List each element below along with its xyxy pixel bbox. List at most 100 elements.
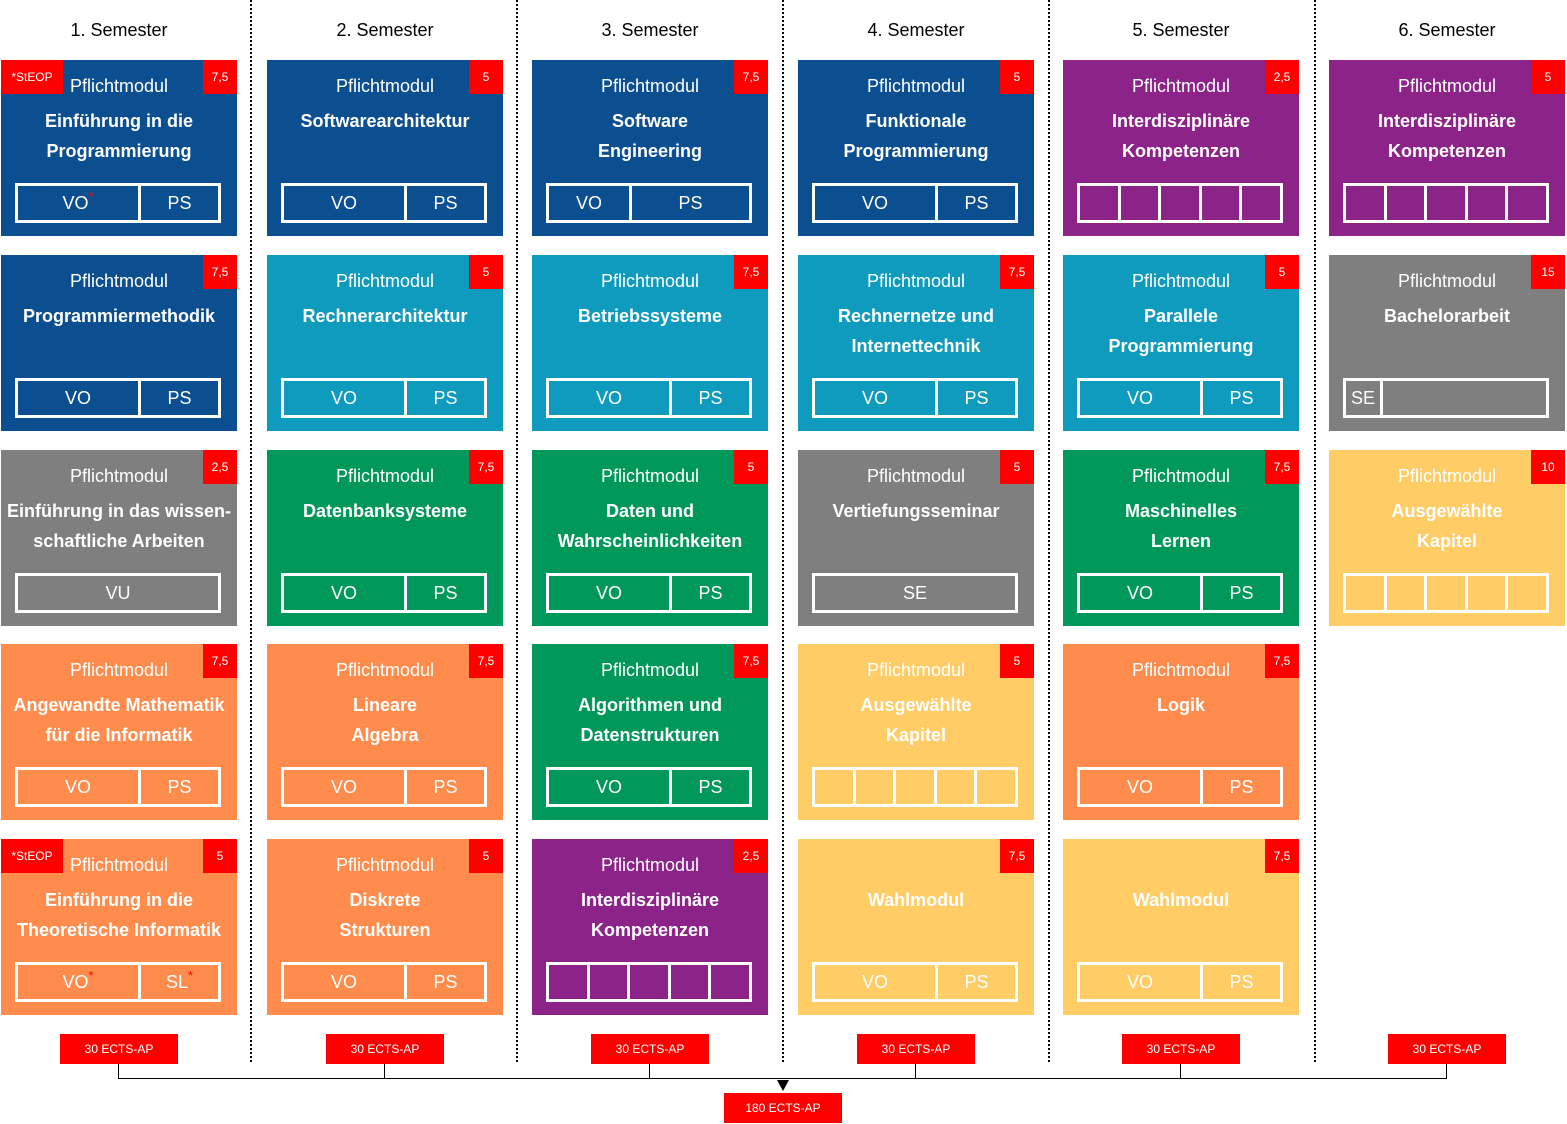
course-ps[interactable]: PS	[669, 576, 749, 610]
course-ps[interactable]: PS	[935, 381, 1015, 415]
course-vu[interactable]: VU	[105, 583, 131, 603]
course-slot[interactable]	[1505, 576, 1546, 610]
course-slot[interactable]	[1346, 576, 1384, 610]
course-ps[interactable]: PS	[138, 186, 218, 220]
course-slot[interactable]	[1505, 186, 1546, 220]
course-vo[interactable]: VO	[1126, 972, 1153, 992]
course-ps[interactable]: PS	[1200, 576, 1280, 610]
course-ps[interactable]: PS	[404, 576, 484, 610]
course-slot[interactable]	[815, 770, 853, 804]
course-vo[interactable]: VO	[595, 583, 622, 603]
course-vo[interactable]: VO	[595, 388, 622, 408]
course-slot[interactable]	[1117, 186, 1159, 220]
course-slot[interactable]	[708, 965, 749, 999]
course-ps[interactable]: PS	[669, 770, 749, 804]
course-slot[interactable]	[627, 965, 668, 999]
course-slot[interactable]	[1158, 186, 1199, 220]
course-vo[interactable]: VO	[330, 972, 357, 992]
course-vo[interactable]: VO	[861, 193, 888, 213]
course-slot[interactable]	[1424, 186, 1465, 220]
course-ps[interactable]: PS	[404, 965, 484, 999]
course-vo[interactable]: VO	[64, 777, 91, 797]
course-vo[interactable]: VO	[330, 388, 357, 408]
course-ps[interactable]: PS	[1200, 965, 1280, 999]
course-se[interactable]: SE	[1350, 388, 1375, 408]
course-ps[interactable]: PS	[935, 186, 1015, 220]
steop-badge: *StEOP	[1, 60, 63, 94]
course-slot[interactable]	[549, 965, 587, 999]
course-ps[interactable]: PS	[404, 770, 484, 804]
course-slot[interactable]	[1239, 186, 1280, 220]
course-sl[interactable]: SL*	[138, 965, 218, 999]
course-ps[interactable]: PS	[1200, 381, 1280, 415]
course-boxes	[1077, 183, 1283, 223]
course-slot[interactable]	[893, 770, 934, 804]
course-vo[interactable]: VO	[575, 193, 602, 213]
course-ps[interactable]: PS	[404, 186, 484, 220]
course-vo[interactable]: VO	[861, 388, 888, 408]
course-vo[interactable]: VO	[595, 777, 622, 797]
course-vo[interactable]: VO*	[62, 189, 94, 213]
course-slot[interactable]	[586, 965, 628, 999]
course-ps[interactable]: PS	[404, 381, 484, 415]
course-ps[interactable]: PS	[935, 965, 1015, 999]
course-vo[interactable]: VO	[64, 388, 91, 408]
course-slot[interactable]	[1383, 186, 1425, 220]
course-ps[interactable]: PS	[138, 381, 218, 415]
course-slot[interactable]	[1380, 381, 1546, 415]
course-ps[interactable]: PS	[138, 770, 218, 804]
course-vo[interactable]: VO*	[62, 968, 94, 992]
course-slot[interactable]	[933, 770, 975, 804]
course-ps[interactable]: PS	[629, 186, 749, 220]
course-slot[interactable]	[1464, 186, 1506, 220]
course-slot[interactable]	[1346, 186, 1384, 220]
course-slot[interactable]	[852, 770, 894, 804]
course-slot[interactable]	[974, 770, 1015, 804]
course-vo[interactable]: VO	[330, 193, 357, 213]
course-slot[interactable]	[1198, 186, 1240, 220]
course-vo[interactable]: VO	[330, 777, 357, 797]
course-slot[interactable]	[1464, 576, 1506, 610]
course-vo[interactable]: VO	[1126, 583, 1153, 603]
course-vo[interactable]: VO	[1126, 777, 1153, 797]
course-vo[interactable]: VO	[330, 583, 357, 603]
course-vo[interactable]: VO	[1126, 388, 1153, 408]
course-slot[interactable]	[1424, 576, 1465, 610]
course-slot[interactable]	[1080, 186, 1118, 220]
course-vo[interactable]: VO	[861, 972, 888, 992]
course-se[interactable]: SE	[902, 583, 927, 603]
course-slot[interactable]	[667, 965, 709, 999]
course-ps[interactable]: PS	[1200, 770, 1280, 804]
course-ps[interactable]: PS	[669, 381, 749, 415]
module-title: Angewandte Mathematik für die Informatik	[13, 695, 225, 745]
course-slot[interactable]	[1383, 576, 1425, 610]
